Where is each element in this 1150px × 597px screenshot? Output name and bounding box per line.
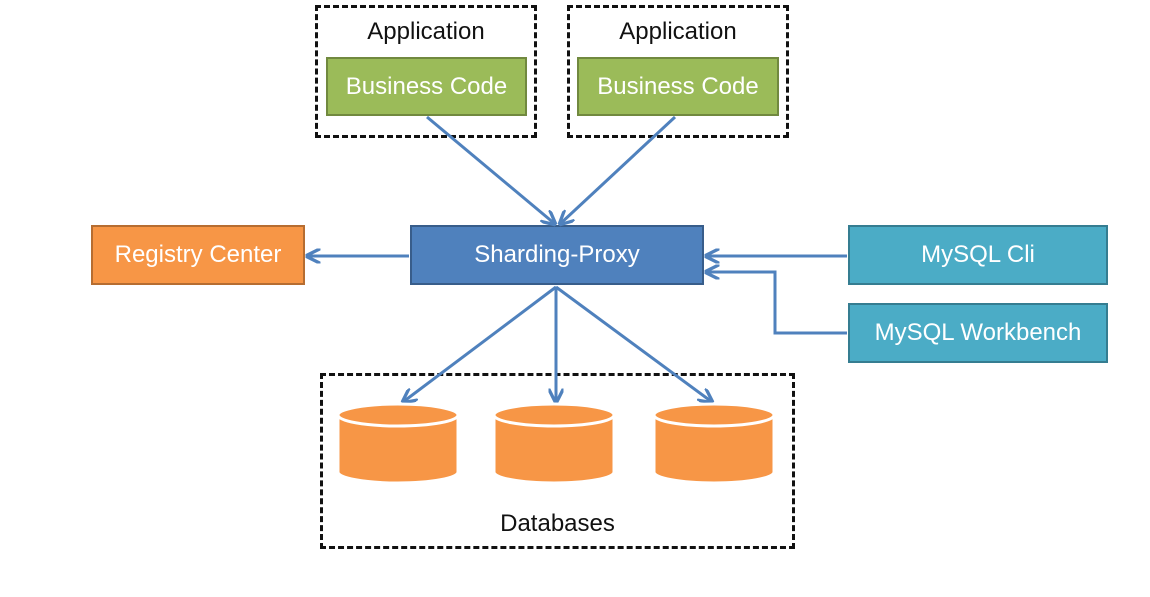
- application-container-1: Application: [315, 5, 537, 138]
- arrow-proxy-to-db1: [403, 285, 557, 402]
- registry-center-box: Registry Center: [91, 225, 305, 285]
- business-code-label-1: Business Code: [345, 72, 508, 100]
- business-code-box-1: Business Code: [326, 57, 527, 116]
- arrow-workbench-to-proxy: [706, 272, 847, 335]
- mysql-cli-box: MySQL Cli: [848, 225, 1108, 285]
- sharding-proxy-label: Sharding-Proxy: [474, 241, 640, 268]
- business-code-label-2: Business Code: [597, 72, 759, 100]
- database-cylinder-2: [492, 402, 616, 485]
- mysql-workbench-box: MySQL Workbench: [848, 303, 1108, 363]
- database-cylinder-1: [336, 402, 460, 485]
- application-title-2: Application: [619, 18, 737, 45]
- arrow-app1-to-proxy: [426, 115, 555, 224]
- arrow-proxy-to-db3: [555, 285, 712, 402]
- business-code-box-2: Business Code: [577, 57, 779, 116]
- mysql-cli-label: MySQL Cli: [921, 241, 1035, 268]
- mysql-workbench-label: MySQL Workbench: [874, 319, 1082, 346]
- databases-label: Databases: [500, 510, 615, 537]
- database-cylinder-3: [652, 402, 776, 485]
- registry-center-label: Registry Center: [114, 241, 282, 268]
- application-title-1: Application: [367, 18, 485, 45]
- application-container-2: Application: [567, 5, 789, 138]
- sharding-proxy-box: Sharding-Proxy: [410, 225, 704, 285]
- arrow-app2-to-proxy: [560, 115, 677, 224]
